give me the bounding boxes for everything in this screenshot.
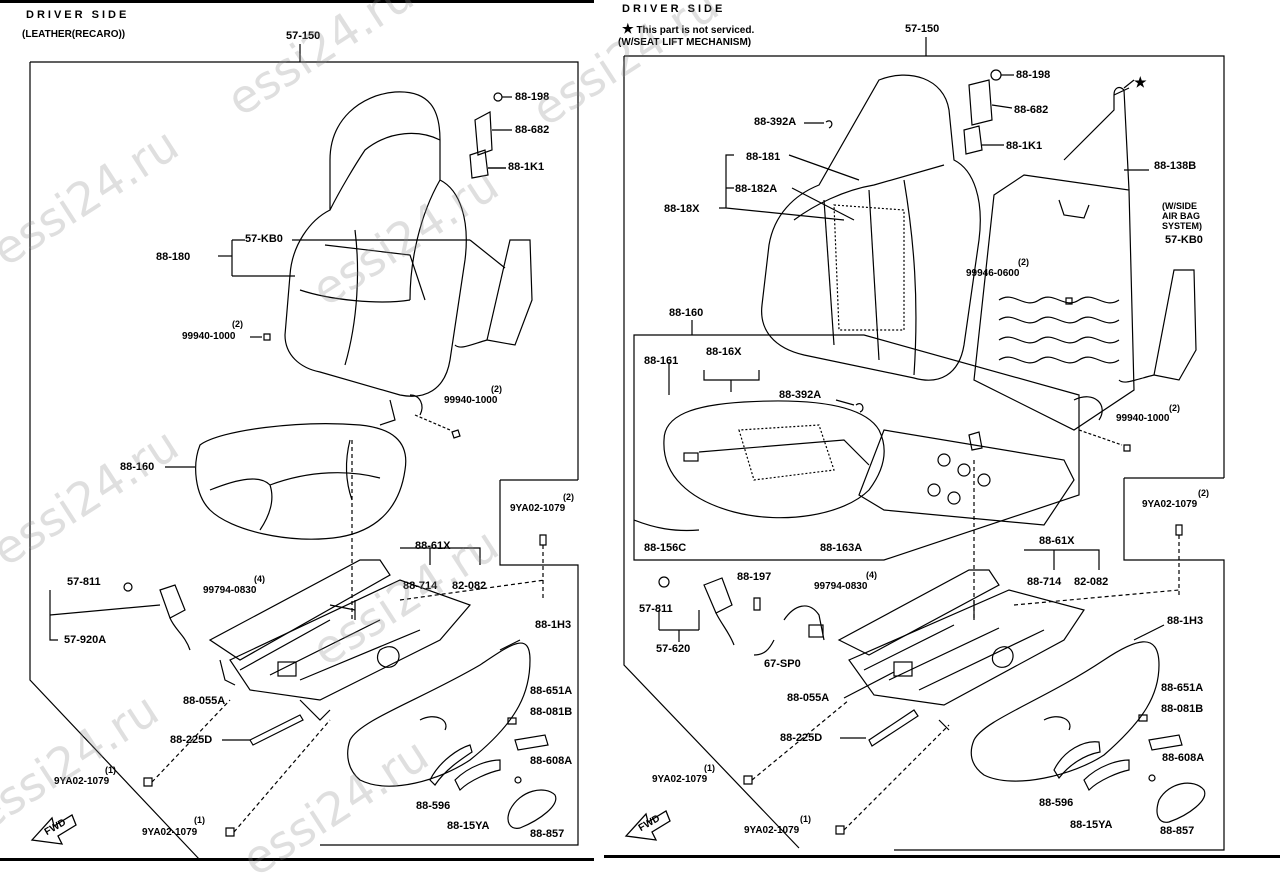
part-label-88-197: 88-197: [737, 571, 772, 583]
part-label-82-082: 82-082: [1074, 576, 1109, 588]
right-seat-exploded-drawing: [623, 37, 1225, 851]
part-label-88-055a: 88-055A: [787, 692, 830, 704]
part-label-88-138b: 88-138B: [1154, 160, 1197, 172]
right-diagram-panel: DRIVER SIDE ★ This part is not serviced.…: [604, 0, 1280, 863]
part-label-9ya02-1079-a: 9YA02-1079: [510, 503, 566, 514]
part-label-88-392a-top: 88-392A: [754, 116, 797, 128]
top-rule: [0, 0, 594, 3]
qty-99940-1000-b: (2): [491, 384, 502, 394]
side-airbag-note-1: (W/SIDE: [1162, 201, 1197, 211]
part-label-88-1k1: 88-1K1: [508, 161, 545, 173]
star-marker: ★: [1134, 74, 1147, 90]
qty-99940-1000: (2): [1169, 403, 1180, 413]
left-diagram-panel: DRIVER SIDE (LEATHER(RECARO)) 57-150 88-…: [0, 0, 594, 863]
panel-title: DRIVER SIDE: [622, 3, 726, 15]
qty-9ya02-1079-b: (1): [704, 763, 715, 773]
side-airbag-note-3: SYSTEM): [1162, 221, 1203, 231]
part-label-88-596: 88-596: [1039, 797, 1074, 809]
part-label-88-596: 88-596: [416, 800, 451, 812]
part-label-57-kb0: 57-KB0: [245, 233, 283, 245]
part-label-67-sp0: 67-SP0: [764, 658, 801, 670]
part-label-88-1h3: 88-1H3: [535, 619, 572, 631]
part-label-57-150: 57-150: [286, 30, 321, 42]
bottom-rule: [0, 858, 594, 861]
part-label-88-198: 88-198: [1016, 69, 1051, 81]
left-seat-exploded-drawing: [29, 44, 579, 861]
qty-9ya02-1079-c: (1): [194, 815, 205, 825]
part-label-88-714: 88-714: [1027, 576, 1062, 588]
part-label-88-225d: 88-225D: [170, 734, 213, 746]
part-label-88-198: 88-198: [515, 91, 550, 103]
part-label-9ya02-1079-a: 9YA02-1079: [1142, 499, 1198, 510]
qty-9ya02-1079-a: (2): [1198, 488, 1209, 498]
part-label-99940-1000-a: 99940-1000: [182, 331, 236, 342]
part-label-88-055a: 88-055A: [183, 695, 226, 707]
part-label-9ya02-1079-c: 9YA02-1079: [142, 827, 198, 838]
part-label-9ya02-1079-c: 9YA02-1079: [744, 825, 800, 836]
fwd-arrow-icon: [624, 810, 671, 841]
part-label-88-160: 88-160: [120, 461, 155, 473]
panel-title: DRIVER SIDE: [26, 9, 130, 21]
star-icon: ★: [622, 21, 634, 36]
part-label-88-392a-mid: 88-392A: [779, 389, 822, 401]
part-label-88-081b: 88-081B: [530, 706, 573, 718]
not-serviced-note: ★ This part is not serviced.: [622, 21, 754, 37]
side-airbag-note-2: AIR BAG: [1162, 211, 1200, 221]
part-label-88-682: 88-682: [515, 124, 550, 136]
part-label-88-714: 88-714: [403, 580, 438, 592]
qty-99946-0600: (2): [1018, 257, 1029, 267]
part-label-88-15ya: 88-15YA: [447, 820, 490, 832]
part-label-88-608a: 88-608A: [1162, 752, 1205, 764]
part-label-82-082: 82-082: [452, 580, 487, 592]
part-label-88-15ya: 88-15YA: [1070, 819, 1113, 831]
part-label-88-1h3: 88-1H3: [1167, 615, 1204, 627]
part-label-99946-0600: 99946-0600: [966, 268, 1020, 279]
part-label-88-608a: 88-608A: [530, 755, 573, 767]
part-label-88-163a: 88-163A: [820, 542, 863, 554]
panel-separator: [594, 0, 604, 863]
bottom-rule: [604, 855, 1280, 858]
part-label-88-61x: 88-61X: [415, 540, 451, 552]
part-label-9ya02-1079-b: 9YA02-1079: [652, 774, 708, 785]
panel-subtitle: (W/SEAT LIFT MECHANISM): [618, 37, 752, 48]
part-label-57-620: 57-620: [656, 643, 691, 655]
part-label-88-156c: 88-156C: [644, 542, 687, 554]
qty-9ya02-1079-c: (1): [800, 814, 811, 824]
part-label-88-081b: 88-081B: [1161, 703, 1204, 715]
part-label-99794-0830: 99794-0830: [814, 581, 868, 592]
part-label-88-161: 88-161: [644, 355, 679, 367]
part-label-88-651a: 88-651A: [1161, 682, 1204, 694]
part-label-88-651a: 88-651A: [530, 685, 573, 697]
qty-99794-0830: (4): [866, 570, 877, 580]
panel-subtitle: (LEATHER(RECARO)): [22, 29, 126, 40]
part-label-88-857: 88-857: [530, 828, 565, 840]
fwd-arrow-icon: [30, 814, 77, 845]
part-label-9ya02-1079-b: 9YA02-1079: [54, 776, 110, 787]
part-label-88-18x: 88-18X: [664, 203, 700, 215]
part-label-88-61x: 88-61X: [1039, 535, 1075, 547]
part-label-88-682: 88-682: [1014, 104, 1049, 116]
qty-99940-1000-a: (2): [232, 319, 243, 329]
part-label-57-811: 57-811: [67, 576, 101, 588]
part-label-88-182a: 88-182A: [735, 183, 778, 195]
part-label-88-181: 88-181: [746, 151, 781, 163]
part-label-57-920a: 57-920A: [64, 634, 107, 646]
part-label-88-225d: 88-225D: [780, 732, 823, 744]
part-label-57-kb0: 57-KB0: [1165, 234, 1203, 246]
part-label-99940-1000: 99940-1000: [1116, 413, 1170, 424]
part-label-88-1k1: 88-1K1: [1006, 140, 1043, 152]
part-label-88-16x: 88-16X: [706, 346, 742, 358]
part-label-57-150: 57-150: [905, 23, 940, 35]
part-label-99940-1000-b: 99940-1000: [444, 395, 498, 406]
part-label-57-811: 57-811: [639, 603, 673, 615]
qty-99794-0830: (4): [254, 574, 265, 584]
qty-9ya02-1079-b: (1): [105, 765, 116, 775]
part-label-99794-0830: 99794-0830: [203, 585, 257, 596]
qty-9ya02-1079-a: (2): [563, 492, 574, 502]
part-label-88-160: 88-160: [669, 307, 704, 319]
part-label-88-180: 88-180: [156, 251, 191, 263]
part-label-88-857: 88-857: [1160, 825, 1195, 837]
not-serviced-text: This part is not serviced.: [636, 25, 755, 36]
